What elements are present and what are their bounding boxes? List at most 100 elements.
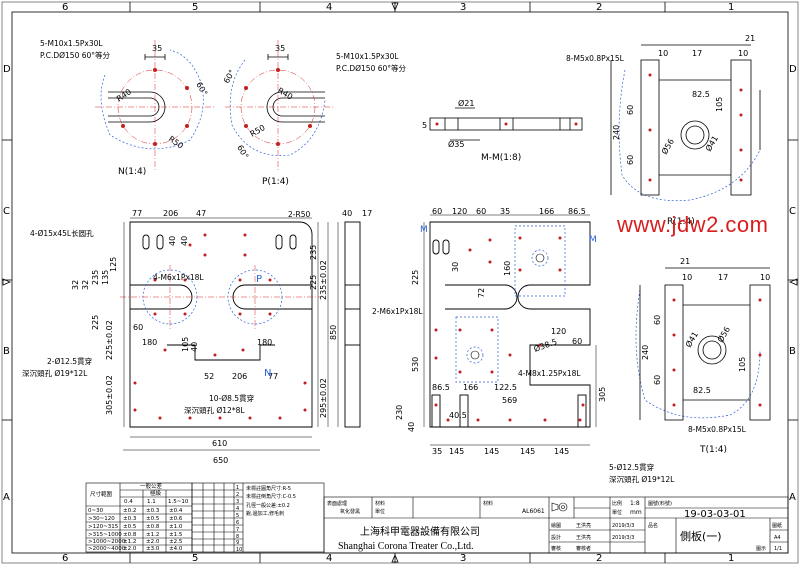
- note-line-1: 未標註圓角尺寸:R-5: [246, 485, 291, 492]
- tol-r4-c2: ±2.0: [146, 539, 160, 545]
- dim-t-10a: 10: [682, 273, 692, 282]
- note-m6: 4-M6x1Px18L: [153, 273, 204, 282]
- dim-back-569: 569: [502, 396, 517, 405]
- dim-back-40-5: 40.5: [449, 411, 467, 420]
- dim-back-30: 30: [451, 262, 460, 272]
- tag-n: N: [264, 368, 271, 379]
- dim-r-10a: 10: [658, 49, 668, 58]
- tol-r3-c0: >315~1000: [88, 532, 122, 538]
- dim-front-125: 125: [109, 257, 118, 272]
- tb-scale-label: 比例: [612, 500, 622, 507]
- dim-front-180b: 180: [257, 338, 272, 347]
- note-n-pcd: P.C.DØ150 60°等分: [40, 50, 111, 60]
- rev-no-7: 7: [236, 527, 239, 533]
- watermark: www.jdw2.com: [617, 212, 769, 237]
- view-r-label: R(1:4): [667, 217, 695, 227]
- dim-back-72: 72: [477, 288, 486, 298]
- tag-m-right: M: [589, 235, 597, 245]
- tb-unit-text: 單位: [375, 508, 385, 515]
- tb-material-label: 材料: [375, 500, 385, 507]
- dim-back-120b: 120: [551, 327, 566, 336]
- tb-unit-label: 單位: [612, 509, 622, 516]
- tb-surface-label: 表面處理: [327, 500, 347, 507]
- note-line-4: 銳,邊加工,修毛刺: [246, 510, 284, 517]
- tol-r0-c2: ±0.3: [146, 508, 160, 514]
- dim-n-35: 35: [152, 44, 162, 53]
- tb-dwgno-label: 圖號(料號): [648, 500, 672, 507]
- dim-mm-d35: Ø35: [448, 139, 464, 149]
- zone-top-5: 5: [192, 2, 198, 13]
- dim-t-105: 105: [738, 357, 747, 372]
- zone-bottom-5: 5: [192, 553, 198, 564]
- dim-p-60a: 60°: [222, 68, 237, 85]
- view-mm: Ø21 Ø35 5 M-M(1:8): [422, 98, 583, 163]
- tol-r0-c3: ±0.4: [169, 508, 183, 514]
- rev-no-10: 10: [236, 547, 242, 553]
- zone-left-d: D: [3, 64, 11, 75]
- tb-draw-date: 2019/3/3: [612, 523, 634, 529]
- tol-r3-c3: ±1.5: [169, 532, 183, 538]
- tb-check-name: 審核者: [576, 545, 591, 552]
- dim-front-180a: 180: [142, 338, 157, 347]
- dim-n-60: 60°: [194, 81, 209, 98]
- tol-col-2: 1.5~10: [168, 499, 189, 505]
- dim-back-305: 305: [598, 387, 607, 402]
- zone-right-b: B: [789, 346, 796, 357]
- dim-front-60: 60: [133, 323, 143, 332]
- tol-header-grade: 極級: [150, 489, 162, 497]
- zone-bottom-2: 2: [596, 553, 602, 564]
- dim-back-86-5b: 86.5: [432, 383, 450, 392]
- tb-design-name: 王洪亮: [576, 534, 591, 541]
- dim-back-60: 60: [432, 207, 442, 216]
- dim-back-530: 530: [411, 357, 420, 372]
- dim-t-240: 240: [641, 345, 650, 360]
- dim-back-60c: 60: [572, 337, 582, 346]
- tb-size-value: A4: [774, 535, 781, 541]
- dim-front-225c: 225: [309, 275, 318, 290]
- tol-r1-c0: >30~120: [88, 516, 115, 522]
- dim-side-17: 17: [362, 209, 372, 218]
- rev-no-4: 4: [236, 506, 239, 512]
- dim-front-850: 850: [329, 325, 338, 340]
- tb-name-label: 品名: [648, 522, 658, 529]
- dim-n-r40: R40: [115, 87, 133, 103]
- dim-t-21: 21: [680, 257, 690, 266]
- dim-front-40c: 40: [190, 342, 199, 352]
- dim-t-d56: Ø56: [715, 325, 732, 344]
- tb-company-en: Shanghai Corona Treater Co.,Ltd.: [338, 541, 474, 552]
- dim-back-145d: 145: [554, 447, 569, 456]
- dim-front-235a: 235: [91, 270, 100, 285]
- view-front: 77 206 47 40 40 32 32 235 135 225 125 22…: [22, 209, 339, 465]
- zone-bottom-6: 6: [62, 553, 68, 564]
- tol-r5-c3: ±4.0: [169, 546, 183, 552]
- dim-front-77b: 77: [268, 372, 278, 381]
- rev-no-3: 3: [236, 499, 239, 505]
- dim-back-160: 160: [503, 261, 512, 276]
- tb-unit-value: mm: [630, 509, 642, 516]
- dim-back-120: 120: [452, 207, 467, 216]
- view-t: 21 10 10 17 82.5 105 240 60 60 Ø41 Ø56 T…: [635, 257, 771, 455]
- dim-back-35: 35: [500, 207, 510, 216]
- note-m8: 4-M8x1.25Px18L: [518, 369, 581, 378]
- dim-front-47: 47: [196, 209, 206, 218]
- tb-drawing-no: 19-03-03-01: [684, 509, 746, 520]
- dim-front-52: 52: [204, 372, 214, 381]
- dim-back-166b: 166: [463, 383, 478, 392]
- dim-front-235b: 235±0.02: [319, 260, 328, 300]
- dim-t-d41: Ø41: [683, 330, 700, 349]
- dim-back-225: 225: [411, 270, 420, 285]
- dim-back-60b: 60: [476, 207, 486, 216]
- rev-no-2: 2: [236, 492, 239, 498]
- zone-bottom-1: 1: [728, 553, 734, 564]
- view-n-label: N(1:4): [118, 167, 146, 177]
- tol-r2-c1: ±0.5: [123, 524, 137, 530]
- dim-r-d56: Ø56: [659, 137, 676, 156]
- dim-back-35b: 35: [432, 447, 442, 456]
- dim-r-d41: Ø41: [703, 134, 720, 153]
- dim-back-145a: 145: [449, 447, 464, 456]
- tol-header-general: 一般公差: [140, 482, 163, 490]
- tol-r3-c1: ±0.8: [123, 532, 137, 538]
- projection-symbol: [551, 502, 568, 512]
